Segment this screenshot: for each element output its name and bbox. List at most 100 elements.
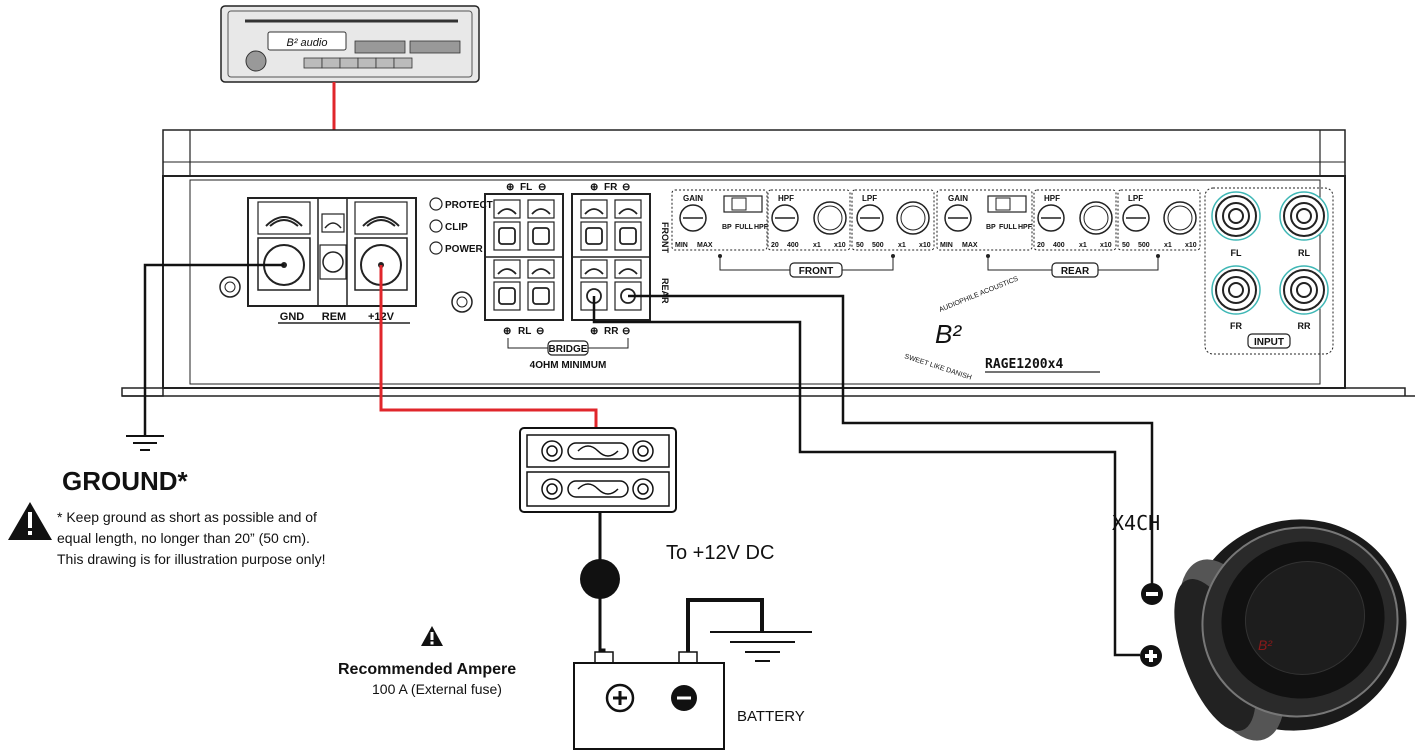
front-gain-label: GAIN: [683, 194, 703, 203]
front-lpf-lo: 50: [856, 242, 864, 249]
subwoofer-icon: B²: [1174, 519, 1407, 741]
head-unit: B² audio: [220, 5, 480, 83]
input-fr-label: FR: [1230, 321, 1242, 331]
rear-hpf-label: HPF: [1044, 194, 1060, 203]
rear-lpf-mult-knob[interactable]: [1163, 201, 1197, 235]
front-lpf-x1: x1: [898, 242, 906, 249]
rear-hpf-sw: HPF: [1018, 224, 1033, 231]
rca-inputs: FL RL FR RR INPUT: [1204, 187, 1334, 355]
brand-mark: B²: [935, 319, 962, 349]
front-gain-max: MAX: [697, 242, 713, 249]
rear-bp: BP: [986, 224, 996, 231]
front-gain-min: MIN: [675, 242, 688, 249]
input-label: INPUT: [1254, 337, 1284, 348]
ampere-warning-icon: [421, 626, 443, 646]
battery: [573, 651, 725, 750]
speaker-negative-wire: [628, 294, 1154, 585]
rear-hpf-hi: 400: [1053, 242, 1065, 249]
rr-minus-icon: ⊖: [622, 326, 630, 337]
head-unit-brand: B² audio: [287, 37, 328, 49]
recommended-value: 100 A (External fuse): [372, 681, 502, 697]
rear-lpf-label: LPF: [1128, 194, 1143, 203]
rear-gain-max: MAX: [962, 242, 978, 249]
bridge-label: BRIDGE: [549, 344, 588, 355]
battery-label: BATTERY: [737, 708, 805, 725]
input-rl-label: RL: [1298, 248, 1310, 258]
led-power-label: POWER: [445, 244, 484, 255]
ground-note-line1: * Keep ground as short as possible and o…: [57, 509, 317, 525]
speaker-positive-wire: [592, 296, 1140, 657]
rear-group-label: REAR: [1061, 266, 1090, 277]
front-label: FRONT: [660, 222, 670, 253]
clip-led-icon: [429, 219, 443, 233]
rear-lpf-lo: 50: [1122, 242, 1130, 249]
fr-plus-icon: ⊕: [590, 182, 598, 193]
inline-fuse-icon: [580, 559, 620, 599]
rear-hpf-mult-knob[interactable]: [1079, 201, 1113, 235]
screw-icon: [451, 291, 473, 313]
speaker-minus-icon: [1141, 583, 1163, 605]
led-protect-label: PROTECT: [445, 200, 493, 211]
front-hpf-label: HPF: [778, 194, 794, 203]
rear-label: REAR: [660, 278, 670, 304]
ground-note-line2: equal length, no longer than 20” (50 cm)…: [57, 530, 310, 546]
input-rr-label: RR: [1298, 321, 1311, 331]
front-lpf-x10: x10: [919, 242, 931, 249]
front-hpf-hi: 400: [787, 242, 799, 249]
front-hpf-lo: 20: [771, 242, 779, 249]
fr-minus-icon: ⊖: [622, 182, 630, 193]
warning-icon: [8, 502, 52, 540]
rear-hpf-x10: x10: [1100, 242, 1112, 249]
battery-ground-symbol-icon: [710, 631, 812, 662]
gnd-terminal: [257, 201, 311, 291]
led-clip-label: CLIP: [445, 222, 468, 233]
channels-label: X4CH: [1112, 511, 1160, 535]
front-hpf-sw: HPF: [754, 224, 769, 231]
speaker-plus-icon: [1140, 645, 1162, 667]
front-hpf-x1: x1: [813, 242, 821, 249]
rear-hpf-lo: 20: [1037, 242, 1045, 249]
front-controls: GAIN MIN MAX BP FULL HPF HPF 20 400 x1 x…: [671, 189, 935, 278]
rem-terminal: [319, 213, 347, 280]
fr-label: FR: [604, 182, 618, 193]
ground-title: GROUND*: [62, 466, 189, 496]
fuse-holder: [519, 427, 677, 513]
ground-symbol-icon: [126, 435, 164, 451]
front-hpf-x10: x10: [834, 242, 846, 249]
front-lpf-label: LPF: [862, 194, 877, 203]
rl-label: RL: [518, 326, 531, 337]
subwoofer-brand-mark: B²: [1258, 637, 1273, 653]
rear-controls: GAIN MIN MAX BP FULL HPF HPF 20 400 x1 x…: [936, 189, 1201, 278]
front-lpf-hi: 500: [872, 242, 884, 249]
rem-label: REM: [322, 311, 346, 323]
head-unit-buttons: [303, 57, 413, 69]
rear-lpf-x1: x1: [1164, 242, 1172, 249]
rr-label: RR: [604, 326, 619, 337]
front-lpf-mult-knob[interactable]: [896, 201, 930, 235]
protect-led-icon: [429, 197, 443, 211]
power-led-icon: [429, 241, 443, 255]
ground-note-line3: This drawing is for illustration purpose…: [57, 551, 325, 567]
power-wire-to-fuse: [379, 265, 598, 428]
rear-full: FULL: [999, 224, 1018, 231]
front-bp: BP: [722, 224, 732, 231]
battery-ground-wire: [686, 598, 764, 652]
front-hpf-mult-knob[interactable]: [813, 201, 847, 235]
input-fl-label: FL: [1231, 248, 1242, 258]
front-full: FULL: [735, 224, 754, 231]
rl-plus-icon: ⊕: [503, 326, 511, 337]
min-ohm-label: 4OHM MINIMUM: [530, 360, 607, 371]
fuse-icon: [577, 445, 619, 457]
rl-minus-icon: ⊖: [536, 326, 544, 337]
to-dc-label: To +12V DC: [666, 542, 774, 564]
rear-lpf-hi: 500: [1138, 242, 1150, 249]
amplifier: [121, 129, 1415, 397]
rear-gain-min: MIN: [940, 242, 953, 249]
front-group-label: FRONT: [799, 266, 833, 277]
rear-gain-label: GAIN: [948, 194, 968, 203]
recommended-title: Recommended Ampere: [338, 661, 516, 678]
fl-minus-icon: ⊖: [538, 182, 546, 193]
rr-plus-icon: ⊕: [590, 326, 598, 337]
rear-hpf-x1: x1: [1079, 242, 1087, 249]
